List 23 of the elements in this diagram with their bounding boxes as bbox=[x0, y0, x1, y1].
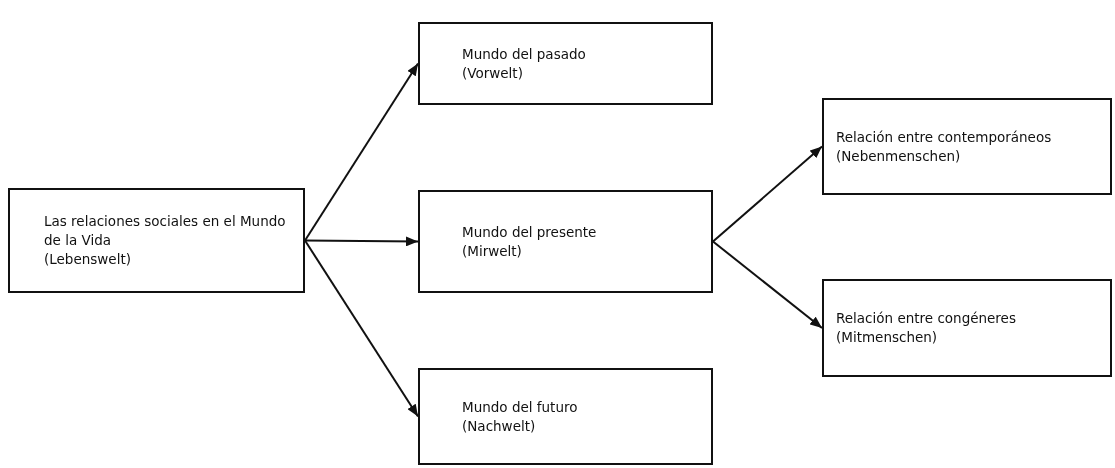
text-box bbox=[418, 368, 713, 465]
text-box bbox=[418, 22, 713, 105]
box-text: Mundo del futuro bbox=[462, 397, 579, 417]
box-text: (Mirwelt) bbox=[462, 241, 523, 261]
box-text: Mundo del pasado bbox=[462, 44, 587, 64]
arrow bbox=[712, 240, 823, 329]
box-text: Las relaciones sociales en el Mundo de la Vida bbox=[44, 212, 287, 250]
arrow bbox=[304, 239, 419, 418]
box-text: (Lebenswelt) bbox=[44, 250, 132, 269]
arrow bbox=[304, 62, 419, 242]
text-box bbox=[8, 188, 305, 293]
box-text: (Nachwelt) bbox=[462, 416, 537, 436]
box-text: (Vorwelt) bbox=[462, 63, 524, 83]
box-text: (Mitmenschen) bbox=[836, 328, 939, 347]
arrow bbox=[304, 236, 419, 247]
box-text: Mundo del presente bbox=[462, 222, 598, 242]
text-box bbox=[418, 190, 713, 293]
box-text: Relación entre congéneres bbox=[836, 309, 1017, 328]
text-box bbox=[822, 279, 1112, 377]
arrow bbox=[712, 145, 823, 243]
box-text: Relación entre contemporáneos bbox=[836, 127, 1053, 147]
text-box bbox=[822, 98, 1112, 195]
box-text: (Nebenmenschen) bbox=[836, 146, 962, 166]
